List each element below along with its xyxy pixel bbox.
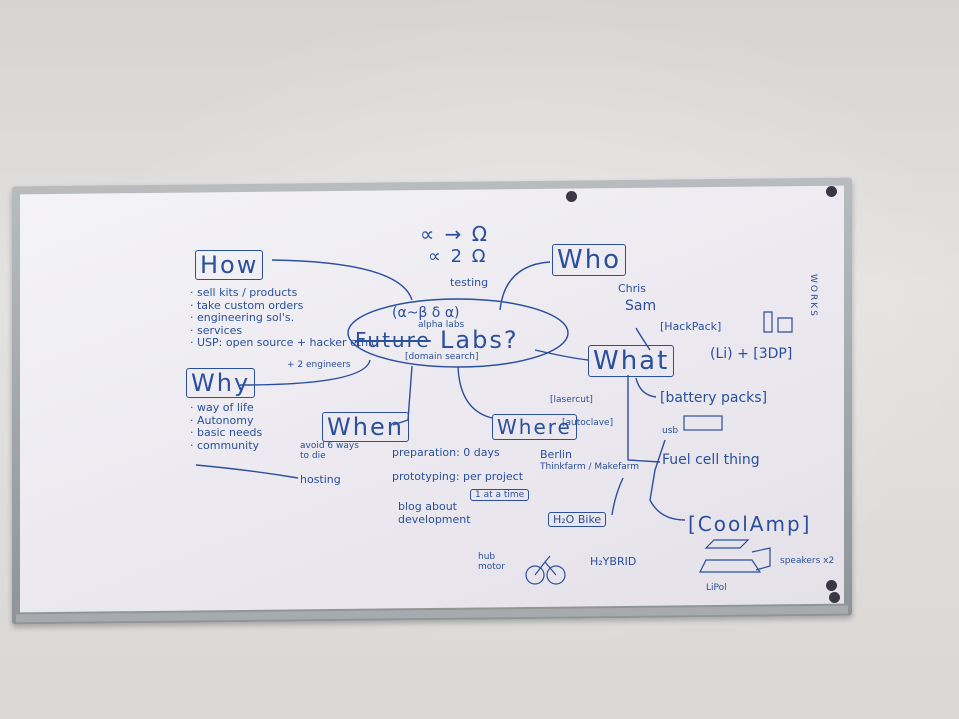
struck-future: Future bbox=[355, 328, 431, 352]
hybrid-note: H₂YBRID bbox=[590, 555, 637, 568]
list-item: · services bbox=[190, 323, 243, 337]
list-item: · basic needs bbox=[190, 426, 263, 439]
list-item: · take custom orders bbox=[190, 298, 304, 312]
one-at-a-time-note: 1 at a time bbox=[470, 489, 530, 501]
why-heading: Why bbox=[186, 368, 256, 398]
berlin-note: Berlin bbox=[540, 448, 572, 461]
list-item: · sell kits / products bbox=[190, 286, 298, 299]
works-side-note: WORKS bbox=[808, 274, 818, 318]
who-heading: Who bbox=[552, 244, 627, 276]
autoclave-note: [autoclave] bbox=[562, 418, 614, 428]
magnet bbox=[826, 186, 837, 197]
magnet bbox=[826, 580, 837, 591]
what-heading: What bbox=[588, 345, 675, 377]
lasercut-note: [lasercut] bbox=[550, 395, 593, 405]
where-heading: Where bbox=[492, 414, 577, 440]
farms-note: Thinkfarm / Makefarm bbox=[540, 462, 640, 472]
fuel-cell-note: Fuel cell thing bbox=[662, 452, 760, 468]
when-heading: When bbox=[322, 412, 409, 442]
why-list: · way of life · Autonomy · basic needs ·… bbox=[190, 401, 263, 452]
battery-note: [battery packs] bbox=[660, 390, 768, 406]
usb-note: usb bbox=[662, 426, 679, 436]
blog-note: blog about development bbox=[398, 500, 471, 526]
lipol-note: LiPol bbox=[706, 583, 727, 593]
domain-search-label: [domain search] bbox=[405, 352, 479, 362]
alpha-labs-label: alpha labs bbox=[418, 320, 465, 330]
center-title: Labs? bbox=[440, 326, 519, 354]
magnet bbox=[829, 592, 840, 603]
how-list: · sell kits / products · take custom ord… bbox=[190, 286, 378, 350]
list-item: · Autonomy bbox=[190, 413, 254, 427]
greek-notes: (α~β δ α) bbox=[392, 305, 460, 321]
speakers-note: speakers x2 bbox=[780, 556, 835, 566]
list-item: · community bbox=[190, 438, 260, 452]
list-item: · engineering sol's. bbox=[190, 311, 295, 324]
who-name-sam: Sam bbox=[625, 298, 657, 314]
hosting-label: hosting bbox=[300, 473, 341, 486]
preparation-note: preparation: 0 days bbox=[392, 446, 500, 459]
avoid-note: avoid 6 ways to die bbox=[300, 441, 359, 461]
hackpack-note: [HackPack] bbox=[660, 320, 722, 333]
li-3dp-note: (Li) + [3DP] bbox=[710, 346, 793, 362]
h2o-bike-note: H₂O Bike bbox=[548, 512, 607, 527]
formula-alpha-omega: ∝ → Ω bbox=[420, 222, 490, 246]
who-name-chris: Chris bbox=[618, 282, 646, 295]
list-item: · USP: open source + hacker ethic bbox=[190, 336, 378, 349]
coolamp-note: [CoolAmp] bbox=[688, 512, 812, 536]
testing-label: testing bbox=[450, 276, 489, 289]
magnet bbox=[566, 191, 577, 202]
list-item: · way of life bbox=[190, 401, 254, 414]
engineers-note: + 2 engineers bbox=[287, 360, 351, 370]
hub-motor-note: hub motor bbox=[478, 552, 506, 572]
how-heading: How bbox=[195, 250, 264, 280]
prototyping-note: prototyping: per project bbox=[392, 470, 524, 483]
formula-alpha-2-omega: ∝ 2 Ω bbox=[428, 246, 488, 267]
